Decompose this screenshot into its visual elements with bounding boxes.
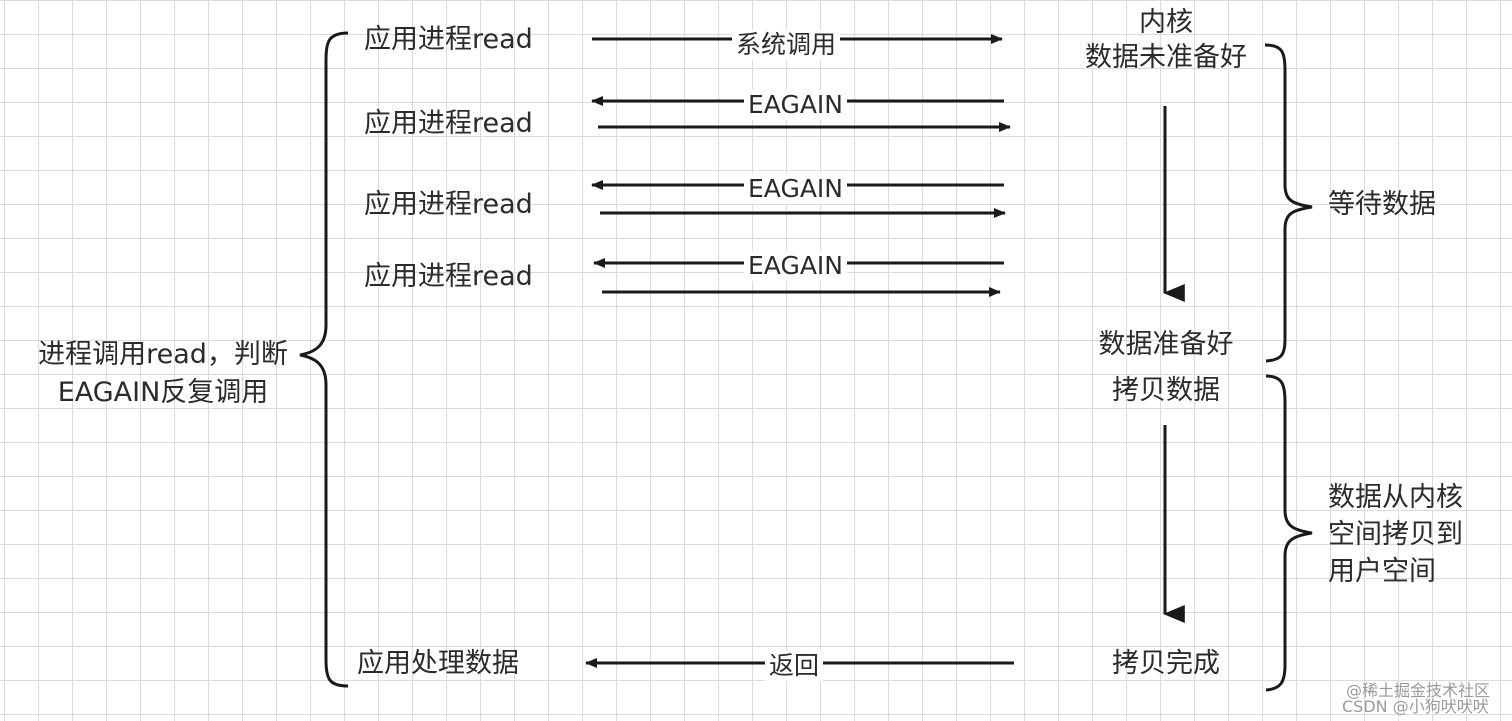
label-return: 返回 [765, 651, 824, 681]
label-eagain-2: EAGAIN [744, 174, 848, 204]
kernel-header: 内核 [1139, 7, 1193, 38]
phase-copy-line-1: 数据从内核 [1328, 482, 1463, 513]
app-step-read-3: 应用进程read [364, 189, 533, 220]
phase-wait-data: 等待数据 [1328, 189, 1436, 220]
app-step-process-data: 应用处理数据 [357, 648, 519, 679]
phase-copy-line-3: 用户空间 [1328, 556, 1436, 587]
left-summary-line-1: 进程调用read，判断 [38, 339, 288, 370]
label-syscall: 系统调用 [732, 30, 841, 60]
kernel-data-not-ready: 数据未准备好 [1085, 42, 1247, 73]
left-summary-line-2: EAGAIN反复调用 [57, 377, 269, 408]
app-step-read-2: 应用进程read [364, 108, 533, 139]
right-brace-copy [1265, 374, 1313, 692]
watermark-csdn: CSDN @小狗吠吠吠 [1342, 697, 1489, 716]
left-brace [299, 31, 349, 688]
right-brace-wait [1264, 43, 1313, 363]
kernel-data-ready: 数据准备好 [1098, 329, 1234, 360]
watermark-juejin: @稀土掘金技术社区 [1346, 681, 1491, 700]
kernel-copy-data: 拷贝数据 [1112, 375, 1220, 406]
label-eagain-3: EAGAIN [744, 251, 848, 281]
phase-copy-line-2: 空间拷贝到 [1328, 519, 1463, 550]
label-eagain-1: EAGAIN [744, 90, 848, 120]
kernel-copy-done: 拷贝完成 [1112, 648, 1220, 679]
app-step-read-1: 应用进程read [364, 24, 533, 55]
app-step-read-4: 应用进程read [364, 261, 533, 292]
